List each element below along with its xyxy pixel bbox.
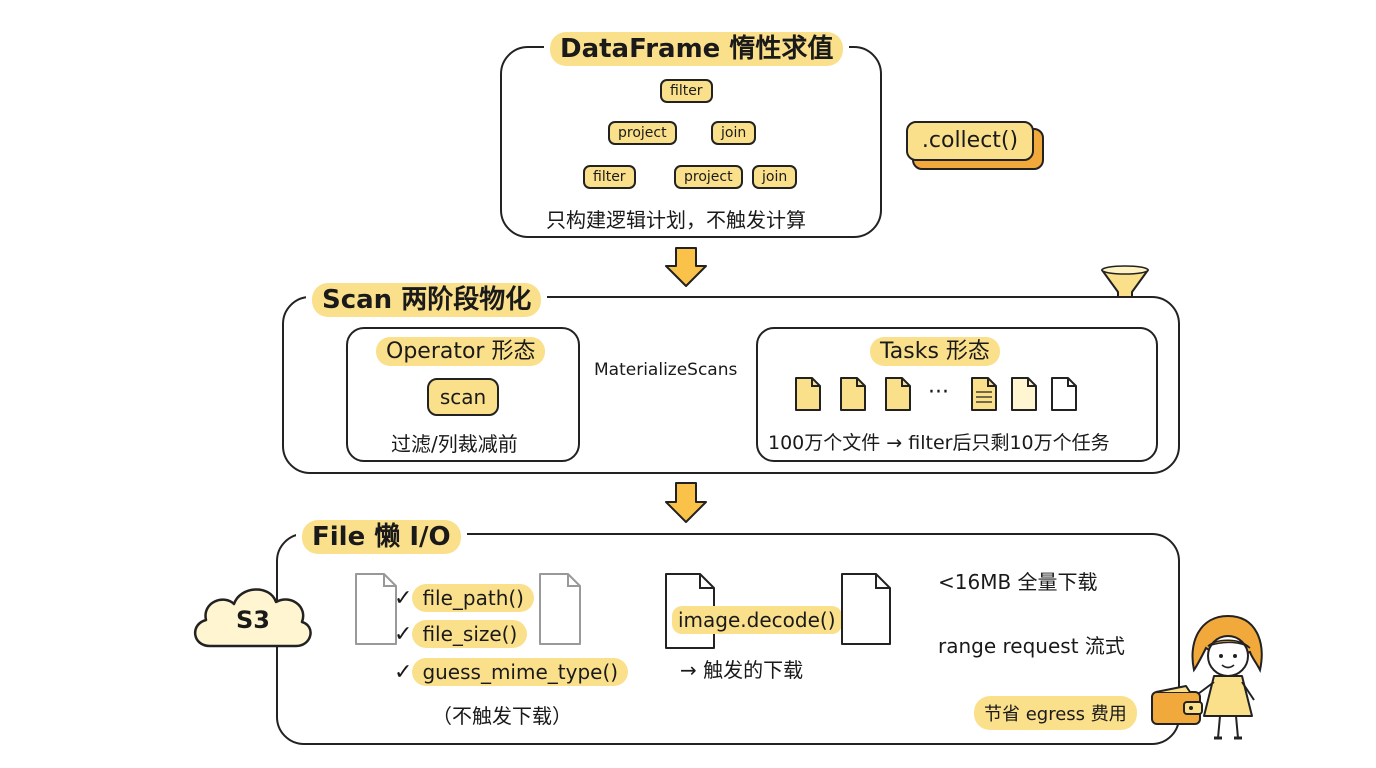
tree-node-filter-leaf: filter bbox=[583, 165, 636, 189]
image-decode-label: image.decode() bbox=[672, 606, 842, 634]
tasks-caption: 100万个文件 → filter后只剩10万个任务 bbox=[768, 432, 1110, 454]
tree-node-project-leaf: project bbox=[674, 165, 743, 189]
wallet-icon bbox=[1151, 685, 1203, 725]
s3-label: S3 bbox=[236, 606, 270, 634]
operator-caption: 过滤/列裁减前 bbox=[391, 432, 518, 456]
document-icon bbox=[1011, 377, 1037, 411]
check-item-file-size: ✓file_size() bbox=[394, 620, 528, 648]
document-icon bbox=[840, 377, 866, 411]
no-download-note: （不触发下载） bbox=[432, 704, 572, 728]
collect-button[interactable]: .collect() bbox=[906, 121, 1034, 161]
tasks-ellipsis: ··· bbox=[928, 380, 949, 405]
materialize-label: MaterializeScans bbox=[594, 360, 738, 380]
checkmark-icon: ✓ bbox=[394, 660, 413, 685]
check-item-mime: ✓guess_mime_type() bbox=[394, 658, 629, 686]
cloud-icon bbox=[194, 588, 312, 648]
girl-figure-icon bbox=[1191, 614, 1263, 740]
tree-node-join-leaf: join bbox=[752, 165, 798, 189]
document-icon bbox=[1051, 377, 1077, 411]
down-arrow-icon bbox=[665, 482, 707, 523]
scan-node: scan bbox=[427, 378, 499, 416]
egress-savings-label: 节省 egress 费用 bbox=[974, 696, 1137, 730]
file-io-title: File 懒 I/O bbox=[296, 516, 467, 554]
down-arrow-icon bbox=[665, 247, 707, 287]
document-icon bbox=[841, 573, 891, 645]
range-request-label: range request 流式 bbox=[938, 634, 1125, 658]
tree-node-project: project bbox=[608, 121, 677, 145]
scan-title: Scan 两阶段物化 bbox=[306, 279, 548, 317]
document-icon bbox=[885, 377, 911, 411]
operator-title: Operator 形态 bbox=[376, 333, 546, 366]
lazy-eval-title: DataFrame 惰性求值 bbox=[544, 28, 850, 66]
document-icon bbox=[539, 573, 581, 645]
checkmark-icon: ✓ bbox=[394, 622, 413, 647]
document-icon bbox=[355, 573, 397, 645]
document-icon bbox=[971, 377, 997, 411]
document-icon bbox=[795, 377, 821, 411]
trigger-download-note: → 触发的下载 bbox=[680, 658, 804, 682]
check-item-file-path: ✓file_path() bbox=[394, 584, 534, 612]
full-download-label: <16MB 全量下载 bbox=[938, 570, 1098, 594]
lazy-eval-caption: 只构建逻辑计划，不触发计算 bbox=[546, 208, 806, 232]
funnel-icon bbox=[1101, 265, 1149, 313]
tree-node-join: join bbox=[711, 121, 757, 145]
tasks-title: Tasks 形态 bbox=[870, 333, 1000, 366]
checkmark-icon: ✓ bbox=[394, 586, 413, 611]
tree-node-filter: filter bbox=[660, 79, 713, 103]
